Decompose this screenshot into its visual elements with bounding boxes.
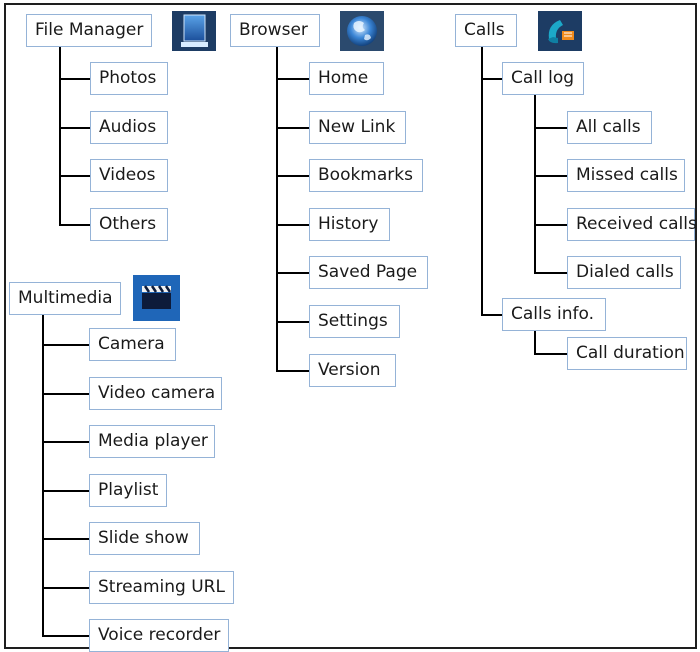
file-manager-icon <box>172 11 216 51</box>
calls-info-node: Calls info. <box>502 298 606 331</box>
connector-line <box>534 127 567 129</box>
connector-line <box>276 47 278 371</box>
file-manager-item-photos: Photos <box>90 62 168 95</box>
connector-line <box>59 224 90 226</box>
call-log-node: Call log <box>502 62 584 95</box>
connector-line <box>534 175 567 177</box>
connector-line <box>42 490 89 492</box>
multimedia-item-voice-recorder: Voice recorder <box>89 619 229 652</box>
connector-line <box>276 78 309 80</box>
connector-line <box>42 441 89 443</box>
browser-item-bookmarks: Bookmarks <box>309 159 423 192</box>
globe-icon <box>340 11 384 51</box>
multimedia-item-streaming-url: Streaming URL <box>89 571 234 604</box>
call-log-item-dialed-calls: Dialed calls <box>567 256 681 289</box>
connector-line <box>534 353 567 355</box>
browser-item-version: Version <box>309 354 396 387</box>
multimedia-node: Multimedia <box>9 282 121 315</box>
calls-info-item-call-duration: Call duration <box>567 337 687 370</box>
connector-line <box>276 175 309 177</box>
connector-line <box>534 224 567 226</box>
connector-line <box>534 272 567 274</box>
multimedia-item-slide-show: Slide show <box>89 522 200 555</box>
connector-line <box>59 78 90 80</box>
connector-line <box>481 314 502 316</box>
connector-line <box>59 175 90 177</box>
browser-item-home: Home <box>309 62 384 95</box>
browser-item-new-link: New Link <box>309 111 406 144</box>
connector-line <box>534 95 536 273</box>
file-manager-item-others: Others <box>90 208 168 241</box>
connector-line <box>42 587 89 589</box>
phone-icon <box>538 11 582 51</box>
connector-line <box>42 538 89 540</box>
call-log-item-missed-calls: Missed calls <box>567 159 685 192</box>
connector-line <box>42 344 89 346</box>
browser-item-settings: Settings <box>309 305 400 338</box>
multimedia-item-media-player: Media player <box>89 425 215 458</box>
call-log-item-received-calls: Received calls <box>567 208 697 241</box>
browser-item-saved-page: Saved Page <box>309 256 428 289</box>
connector-line <box>42 393 89 395</box>
calls-node: Calls <box>455 14 517 47</box>
connector-line <box>481 47 483 315</box>
connector-line <box>276 127 309 129</box>
connector-line <box>534 331 536 354</box>
connector-line <box>276 224 309 226</box>
multimedia-item-video-camera: Video camera <box>89 377 222 410</box>
file-manager-item-audios: Audios <box>90 111 168 144</box>
connector-line <box>276 370 309 372</box>
connector-line <box>276 272 309 274</box>
file-manager-item-videos: Videos <box>90 159 168 192</box>
file-manager-node: File Manager <box>26 14 152 47</box>
browser-node: Browser <box>230 14 320 47</box>
connector-line <box>276 321 309 323</box>
clapperboard-icon <box>133 275 180 321</box>
call-log-item-all-calls: All calls <box>567 111 652 144</box>
multimedia-item-playlist: Playlist <box>89 474 167 507</box>
connector-line <box>481 78 502 80</box>
connector-line <box>42 315 44 636</box>
connector-line <box>59 47 61 225</box>
multimedia-item-camera: Camera <box>89 328 176 361</box>
connector-line <box>59 127 90 129</box>
browser-item-history: History <box>309 208 390 241</box>
connector-line <box>42 635 89 637</box>
